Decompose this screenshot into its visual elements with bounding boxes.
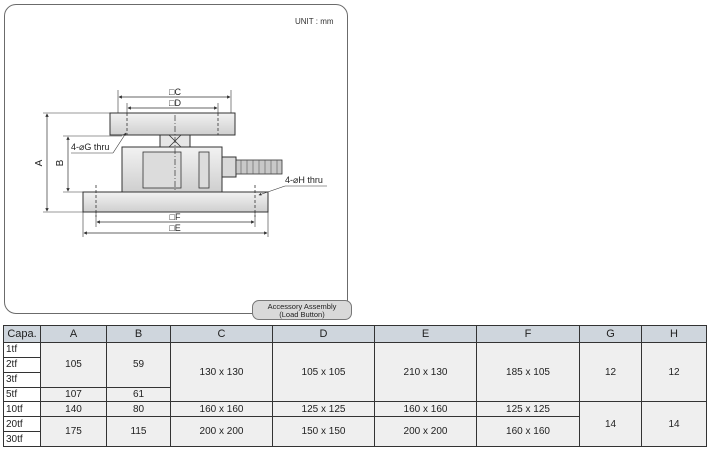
dimension-table: Capa. A B C D E F G H 1tf 105 59 130 x 1… [3,325,707,447]
table-row: 5tf 107 61 [3,386,707,403]
table-cell: 185 x 105 [476,341,580,403]
dim-a-label: A [34,159,45,166]
header-capa: Capa. [3,325,41,343]
top-plate [109,112,236,136]
header-e: E [374,325,477,343]
header-a: A [40,325,107,343]
dim-b-label: B [55,159,66,166]
dim-h-label: 4-⌀H thru [285,175,323,185]
table-cell: 105 x 105 [272,341,375,403]
table-cell: 160 x 160 [170,401,273,418]
base-plate [82,191,269,213]
table-cell: 130 x 130 [170,341,273,403]
accessory-line-2: (Load Button) [279,310,325,319]
capa-cell: 10tf [3,401,41,418]
table-cell: 12 [579,341,642,403]
table-cell: 200 x 200 [374,416,477,447]
capa-cell: 30tf [3,431,41,447]
table-cell: 107 [40,386,107,403]
table-cell: 125 x 125 [476,401,580,418]
table-cell: 210 x 130 [374,341,477,403]
header-h: H [641,325,707,343]
load-button-assembly-drawing: □C □D A B 4-⌀G thru 4-⌀H thru □F □E [34,87,327,237]
table-cell: 59 [106,342,171,388]
header-f: F [476,325,580,343]
dim-f-label: □F [170,212,181,222]
cable-connector [221,156,237,178]
table-cell: 125 x 125 [272,401,375,418]
table-cell: 12 [641,341,707,403]
table-row: 30tf [3,431,707,447]
table-row: 20tf 175 115 200 x 200 150 x 150 200 x 2… [3,416,707,447]
table-cell: 160 x 160 [476,416,580,447]
table-cell: 80 [106,401,171,418]
accessory-line-1: Accessory Assembly [267,302,337,311]
header-b: B [106,325,171,343]
header-d: D [272,325,375,343]
table-row: 3tf [3,371,707,388]
unit-label: UNIT : mm [295,17,334,26]
table-row: 10tf 140 80 160 x 160 125 x 125 160 x 16… [3,401,707,447]
table-cell: 115 [106,416,171,447]
table-cell: 150 x 150 [272,416,375,447]
table-cell: 14 [579,401,642,447]
header-c: C [170,325,273,343]
table-cell: 105 [40,342,107,388]
dim-c-label: □C [169,87,181,97]
accessory-assembly-label: Accessory Assembly (Load Button) [252,300,352,320]
dim-d-label: □D [169,98,181,108]
capa-cell: 1tf [3,342,41,358]
table-cell: 160 x 160 [374,401,477,418]
table-cell: 14 [641,401,707,447]
table-header-row: Capa. A B C D E F G H [3,325,707,343]
table-row: 1tf 105 59 130 x 130 105 x 105 210 x 130… [3,341,707,403]
capa-cell: 3tf [3,371,41,388]
capa-cell: 20tf [3,416,41,433]
table-cell: 140 [40,401,107,418]
table-cell: 200 x 200 [170,416,273,447]
dim-g-label: 4-⌀G thru [71,142,109,152]
table-cell: 61 [106,386,171,403]
capa-cell: 2tf [3,356,41,373]
dim-e-label: □E [169,223,180,233]
drawing-panel: UNIT : mm [4,4,352,320]
header-g: G [579,325,642,343]
capa-cell: 5tf [3,386,41,403]
table-cell: 175 [40,416,107,447]
table-row: 2tf [3,356,707,373]
